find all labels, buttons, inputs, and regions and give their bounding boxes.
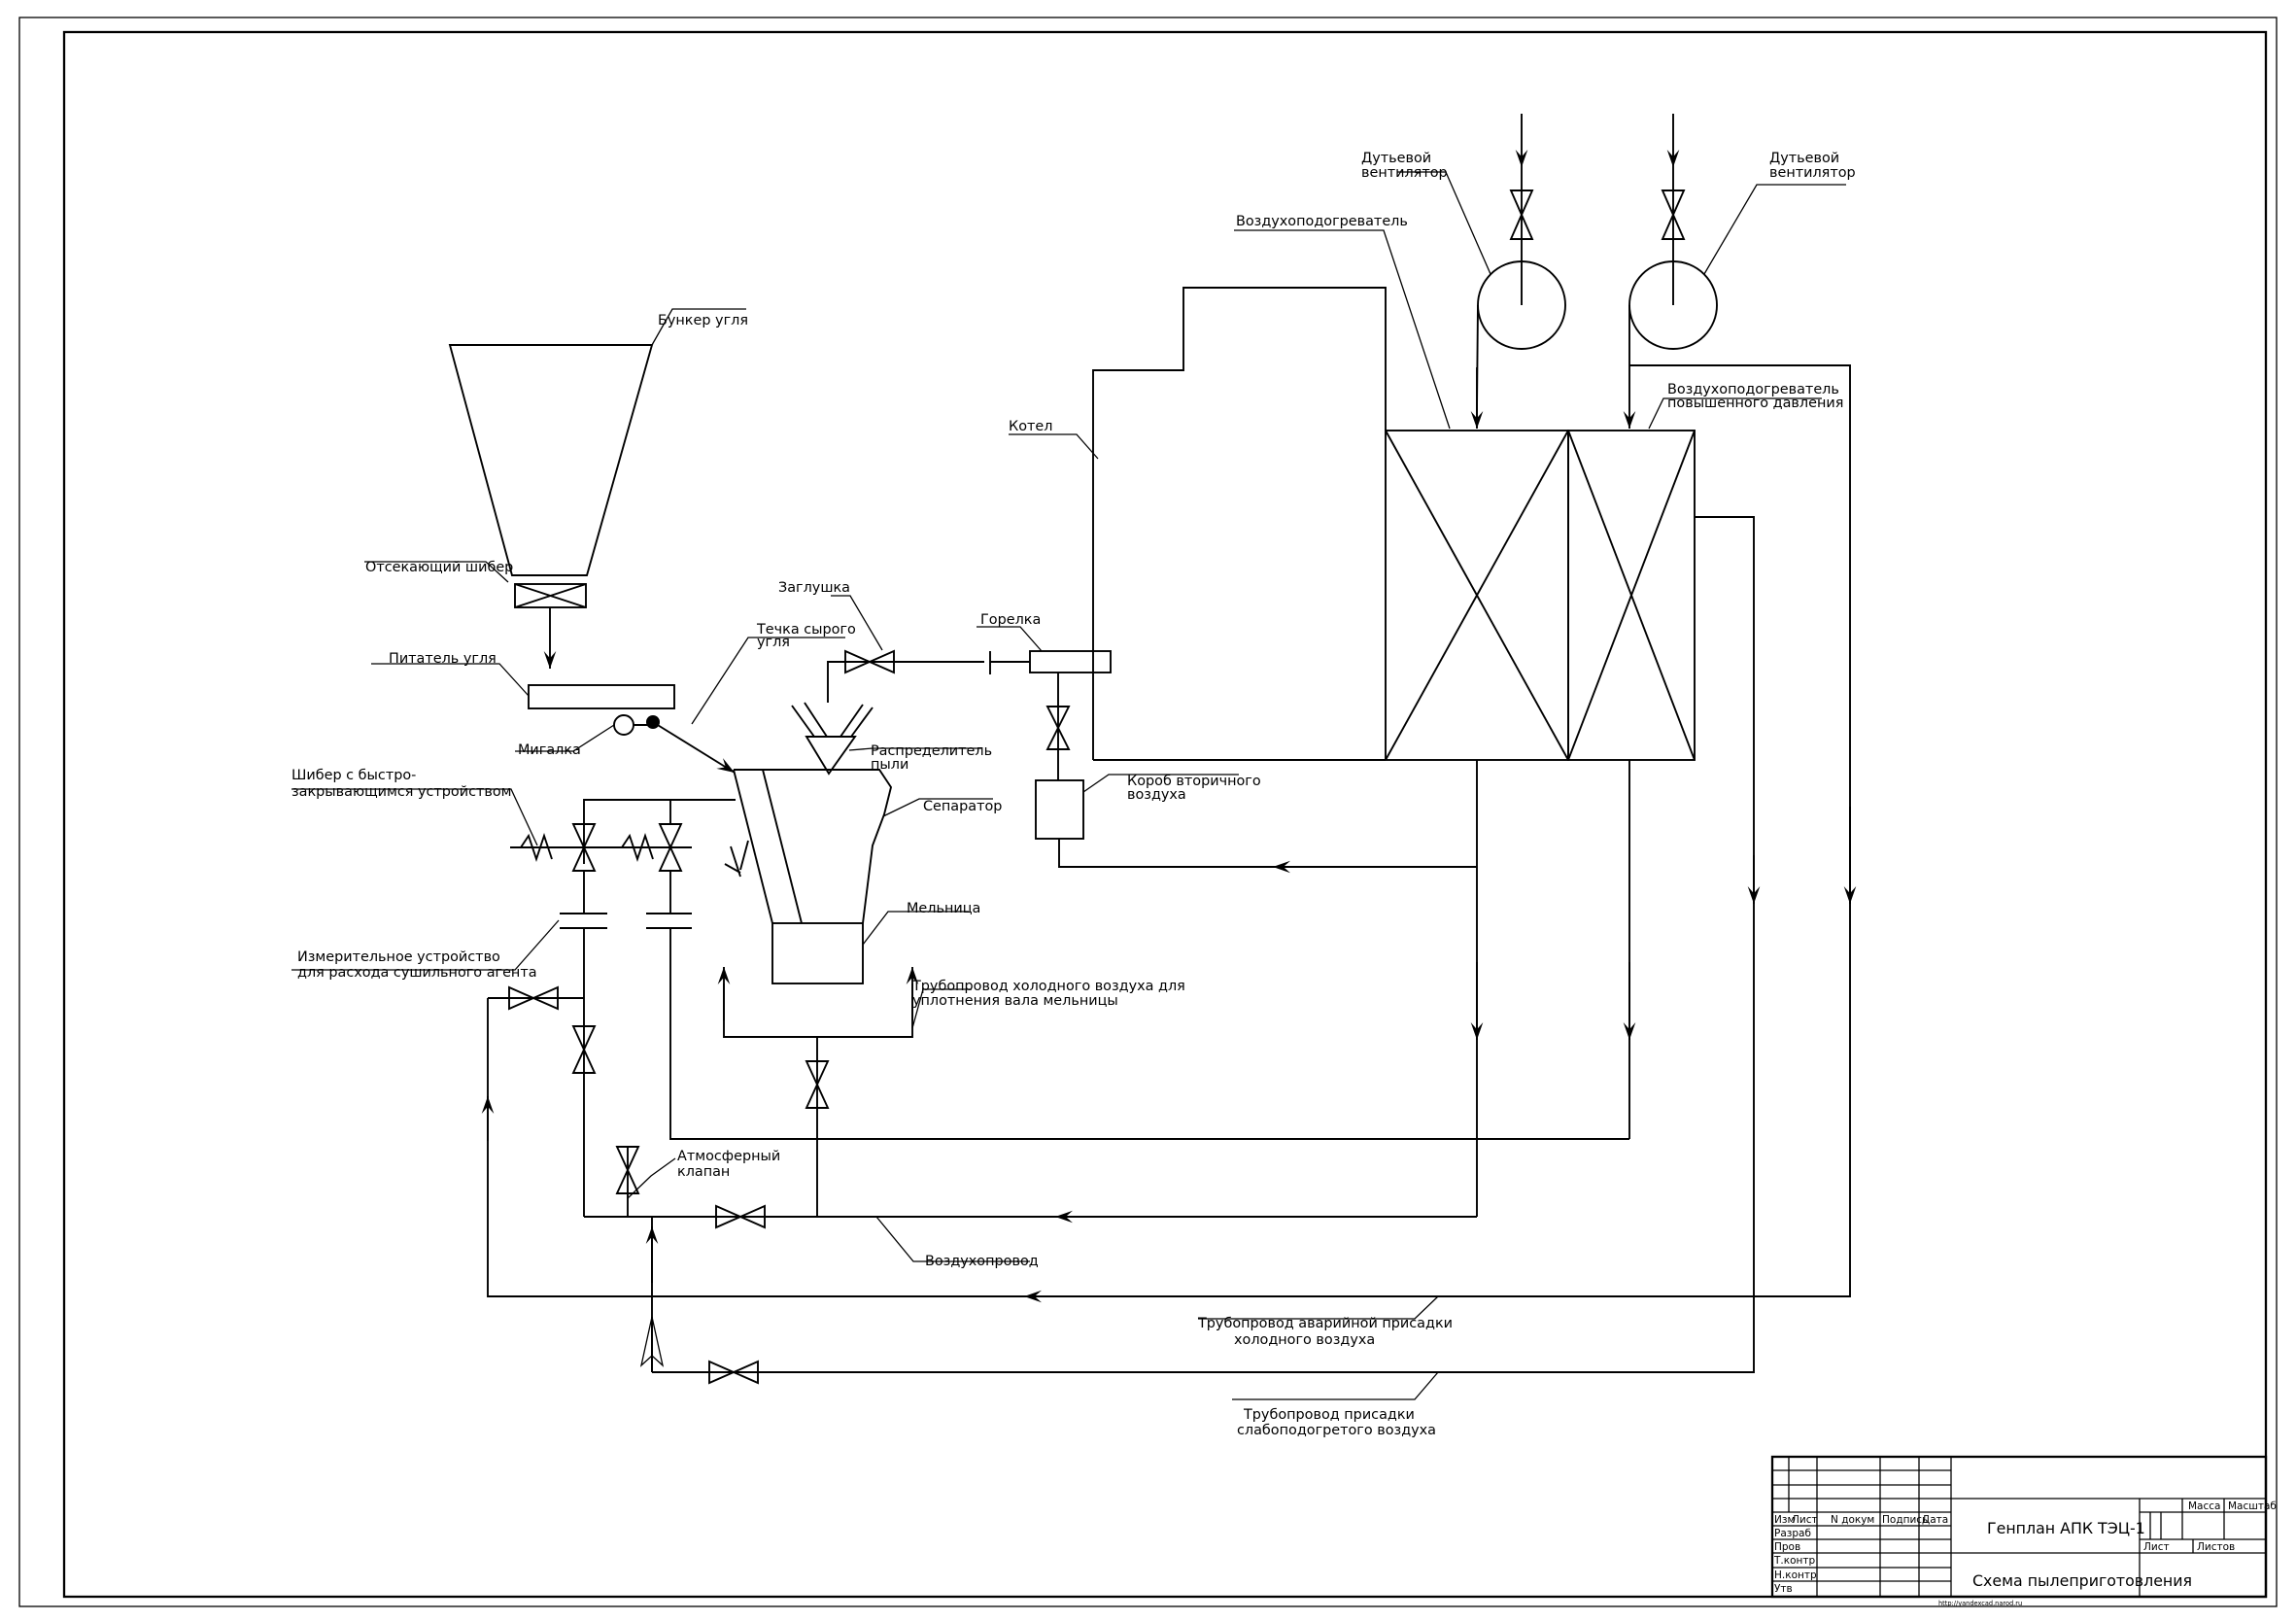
- tb-header-date: Дата: [1922, 1514, 1948, 1526]
- boiler: [1009, 287, 1387, 761]
- hp-air-heater: [1567, 397, 1822, 761]
- label-flow-meter-2: для расхода сушильного агента: [297, 965, 537, 981]
- label-burner: Горелка: [980, 612, 1041, 628]
- coal-bunker: [448, 308, 746, 576]
- tb-mass: Масса: [2188, 1500, 2220, 1512]
- tb-role-t-control: Т.контр: [1773, 1555, 1815, 1567]
- tb-role-approved: Утв: [1774, 1583, 1793, 1595]
- tb-scale: Масштаб: [2228, 1500, 2277, 1512]
- tb-header-izm: Изм: [1774, 1514, 1795, 1526]
- secondary-air-line: [1058, 839, 1477, 868]
- label-dust-distributor-2: пыли: [871, 757, 908, 773]
- label-warm-air-pipe-1: Трубопровод присадки: [1243, 1407, 1415, 1423]
- left-fan: [1397, 114, 1566, 429]
- label-dust-distributor-1: Распределитель: [871, 743, 992, 759]
- tb-title: Генплан АПК ТЭЦ-1: [1987, 1519, 2145, 1537]
- label-fan-right-2: вентилятор: [1769, 165, 1856, 181]
- label-warm-air-pipe-2: слабоподогретого воздуха: [1237, 1423, 1436, 1438]
- label-hp-air-heater-1: Воздухоподогреватель: [1667, 382, 1839, 397]
- label-fan-left-2: вентилятор: [1361, 165, 1448, 181]
- dry-agent-line: [659, 927, 1629, 1140]
- tb-role-developed: Разраб: [1774, 1528, 1811, 1539]
- tb-subtitle: Схема пылеприготовления: [1972, 1571, 2192, 1590]
- tb-role-n-control: Н.контр: [1774, 1569, 1817, 1581]
- raw-coal-chute: [652, 721, 736, 774]
- raw-coal-chute-leader: [691, 637, 845, 725]
- tb-sheets: Листов: [2197, 1541, 2235, 1553]
- plug-valve: [831, 595, 895, 674]
- mill-seal-loop: [723, 983, 913, 1038]
- label-coal-bunker: Бункер угля: [658, 313, 748, 328]
- separator-top-pipe: [583, 799, 736, 864]
- label-fan-right-1: Дутьевой: [1769, 151, 1839, 166]
- label-flasher: Мигалка: [518, 742, 581, 758]
- label-fast-close-gate-2: закрывающимся устройством: [291, 784, 512, 800]
- coal-feeder: [371, 663, 675, 709]
- label-fan-left-1: Дутьевой: [1361, 151, 1431, 166]
- label-raw-coal-chute-2: угля: [757, 635, 790, 650]
- label-separator: Сепаратор: [923, 799, 1002, 814]
- mill: [771, 911, 969, 984]
- label-atm-valve-2: клапан: [677, 1164, 730, 1180]
- label-air-duct: Воздухопровод: [925, 1254, 1039, 1269]
- tb-header-list: Лист: [1792, 1514, 1818, 1526]
- label-cutoff-gate: Отсекающий шибер: [365, 560, 513, 575]
- mill-seal-valve: [805, 1060, 830, 1109]
- distributor-to-burner: [827, 661, 984, 703]
- outer-frame: [18, 17, 2278, 1607]
- drawing-frame: [62, 30, 2268, 1599]
- atm-valve: [615, 1146, 676, 1217]
- label-secondary-air-box-1: Короб вторичного: [1127, 774, 1261, 789]
- drying-valve: [571, 1025, 597, 1074]
- mill-seal-leader: [911, 988, 972, 1029]
- label-emergency-pipe-2: холодного воздуха: [1234, 1332, 1375, 1348]
- warm-air-leader: [1232, 1371, 1439, 1400]
- air-duct-leader: [875, 1216, 1030, 1262]
- fast-close-gate-leader: [291, 788, 538, 846]
- label-air-heater: Воздухоподогреватель: [1236, 214, 1408, 229]
- warm-air-line: [652, 516, 1755, 1373]
- tb-header-doc: N докум: [1831, 1514, 1874, 1526]
- footer-url: http://yandexcad.narod.ru: [1938, 1600, 2022, 1607]
- tb-role-checked: Пров: [1774, 1541, 1800, 1553]
- label-mill: Мельница: [907, 901, 980, 916]
- label-raw-coal-chute-1: Течка сырого: [756, 622, 856, 638]
- air-heater: [1234, 229, 1569, 761]
- dust-distributor: [791, 702, 981, 776]
- flasher: [515, 714, 653, 752]
- label-fast-close-gate-1: Шибер с быстро-: [291, 768, 416, 783]
- label-hp-air-heater-2: повышенного давления: [1667, 396, 1843, 411]
- warm-air-valve: [708, 1360, 759, 1385]
- label-plug: Заглушка: [778, 580, 850, 596]
- title-block: [1770, 1455, 2268, 1599]
- label-secondary-air-box-2: воздуха: [1127, 787, 1186, 803]
- tb-header-sign: Подпись: [1882, 1514, 1928, 1526]
- tb-sheet: Лист: [2143, 1541, 2170, 1553]
- right-fan: [1623, 114, 1846, 429]
- air-duct-valve: [715, 1204, 766, 1229]
- label-cold-air-pipe-2: уплотнения вала мельницы: [912, 993, 1118, 1009]
- burner-valve: [1045, 706, 1071, 750]
- separator: [724, 769, 993, 924]
- emergency-leader: [1198, 1295, 1439, 1320]
- label-coal-feeder: Питатель угля: [389, 651, 497, 667]
- label-cold-air-pipe-1: Трубопровод холодного воздуха для: [911, 979, 1185, 994]
- emergency-cold-air-line: [487, 364, 1851, 1297]
- label-atm-valve-1: Атмосферный: [677, 1149, 780, 1164]
- label-emergency-pipe-1: Трубопровод аварийной присадки: [1197, 1316, 1453, 1331]
- label-boiler: Котел: [1009, 419, 1052, 434]
- label-flow-meter-1: Измерительное устройство: [297, 949, 500, 965]
- burner: [977, 626, 1112, 673]
- emergency-cold-valve: [488, 985, 584, 1011]
